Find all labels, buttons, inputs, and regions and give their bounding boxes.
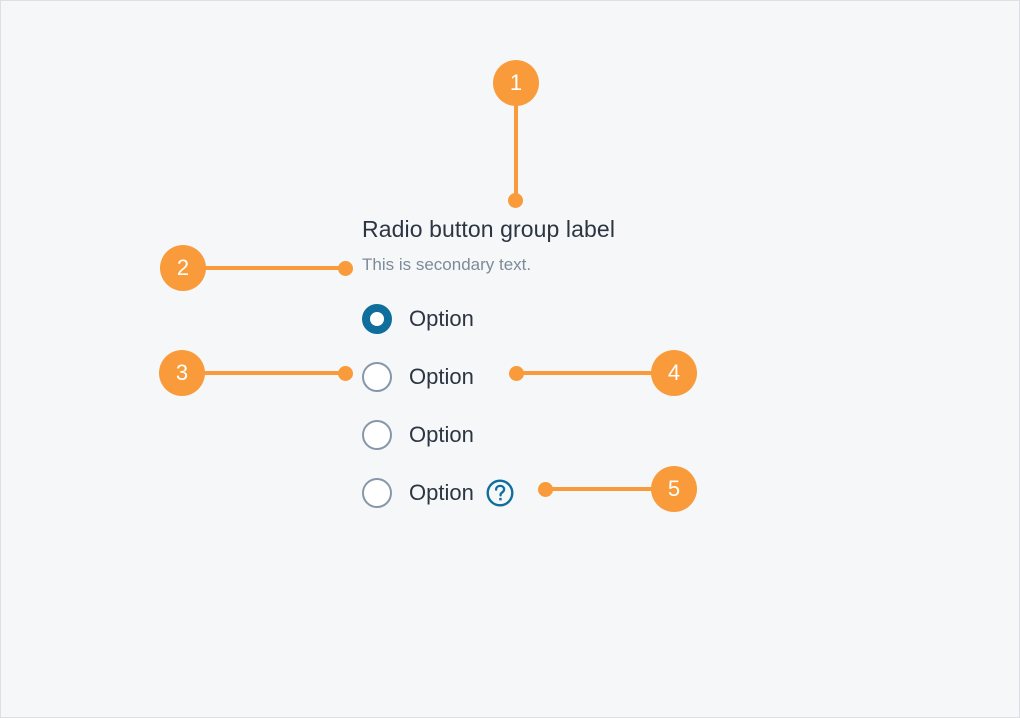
radio-option-label-2: Option	[409, 364, 474, 389]
annotation-connector-1	[514, 101, 518, 199]
annotation-connector-3	[200, 371, 347, 375]
annotation-badge-3[interactable]: 3	[159, 350, 205, 396]
radio-group-label: Radio button group label	[362, 216, 616, 242]
radio-option-label-1: Option	[409, 306, 474, 331]
radio-button-unselected-icon[interactable]	[362, 420, 392, 450]
annotation-dot-4	[509, 366, 524, 381]
help-question-mark-icon[interactable]	[486, 479, 514, 507]
annotation-dot-3	[338, 366, 353, 381]
annotation-dot-5	[538, 482, 553, 497]
radio-option-row-2[interactable]: Option	[362, 348, 702, 406]
radio-group-secondary-text: This is secondary text.	[362, 255, 532, 274]
radio-option-label-3: Option	[409, 422, 474, 447]
annotation-badge-5[interactable]: 5	[651, 466, 697, 512]
annotation-connector-4	[517, 371, 662, 375]
radio-option-row-4[interactable]: Option	[362, 464, 702, 522]
radio-button-group: Radio button group label This is seconda…	[362, 214, 702, 522]
annotation-dot-1	[508, 193, 523, 208]
annotation-connector-2	[201, 266, 347, 270]
annotation-dot-2	[338, 261, 353, 276]
radio-button-selected-icon[interactable]	[362, 304, 392, 334]
annotation-badge-4[interactable]: 4	[651, 350, 697, 396]
radio-options-list: Option Option Option Option	[362, 290, 702, 522]
radio-option-row-1[interactable]: Option	[362, 290, 702, 348]
radio-button-unselected-icon[interactable]	[362, 478, 392, 508]
radio-option-row-3[interactable]: Option	[362, 406, 702, 464]
radio-option-label-4: Option	[409, 480, 474, 505]
radio-button-unselected-icon[interactable]	[362, 362, 392, 392]
annotation-badge-1[interactable]: 1	[493, 60, 539, 106]
annotation-badge-2[interactable]: 2	[160, 245, 206, 291]
annotation-connector-5	[546, 487, 662, 491]
